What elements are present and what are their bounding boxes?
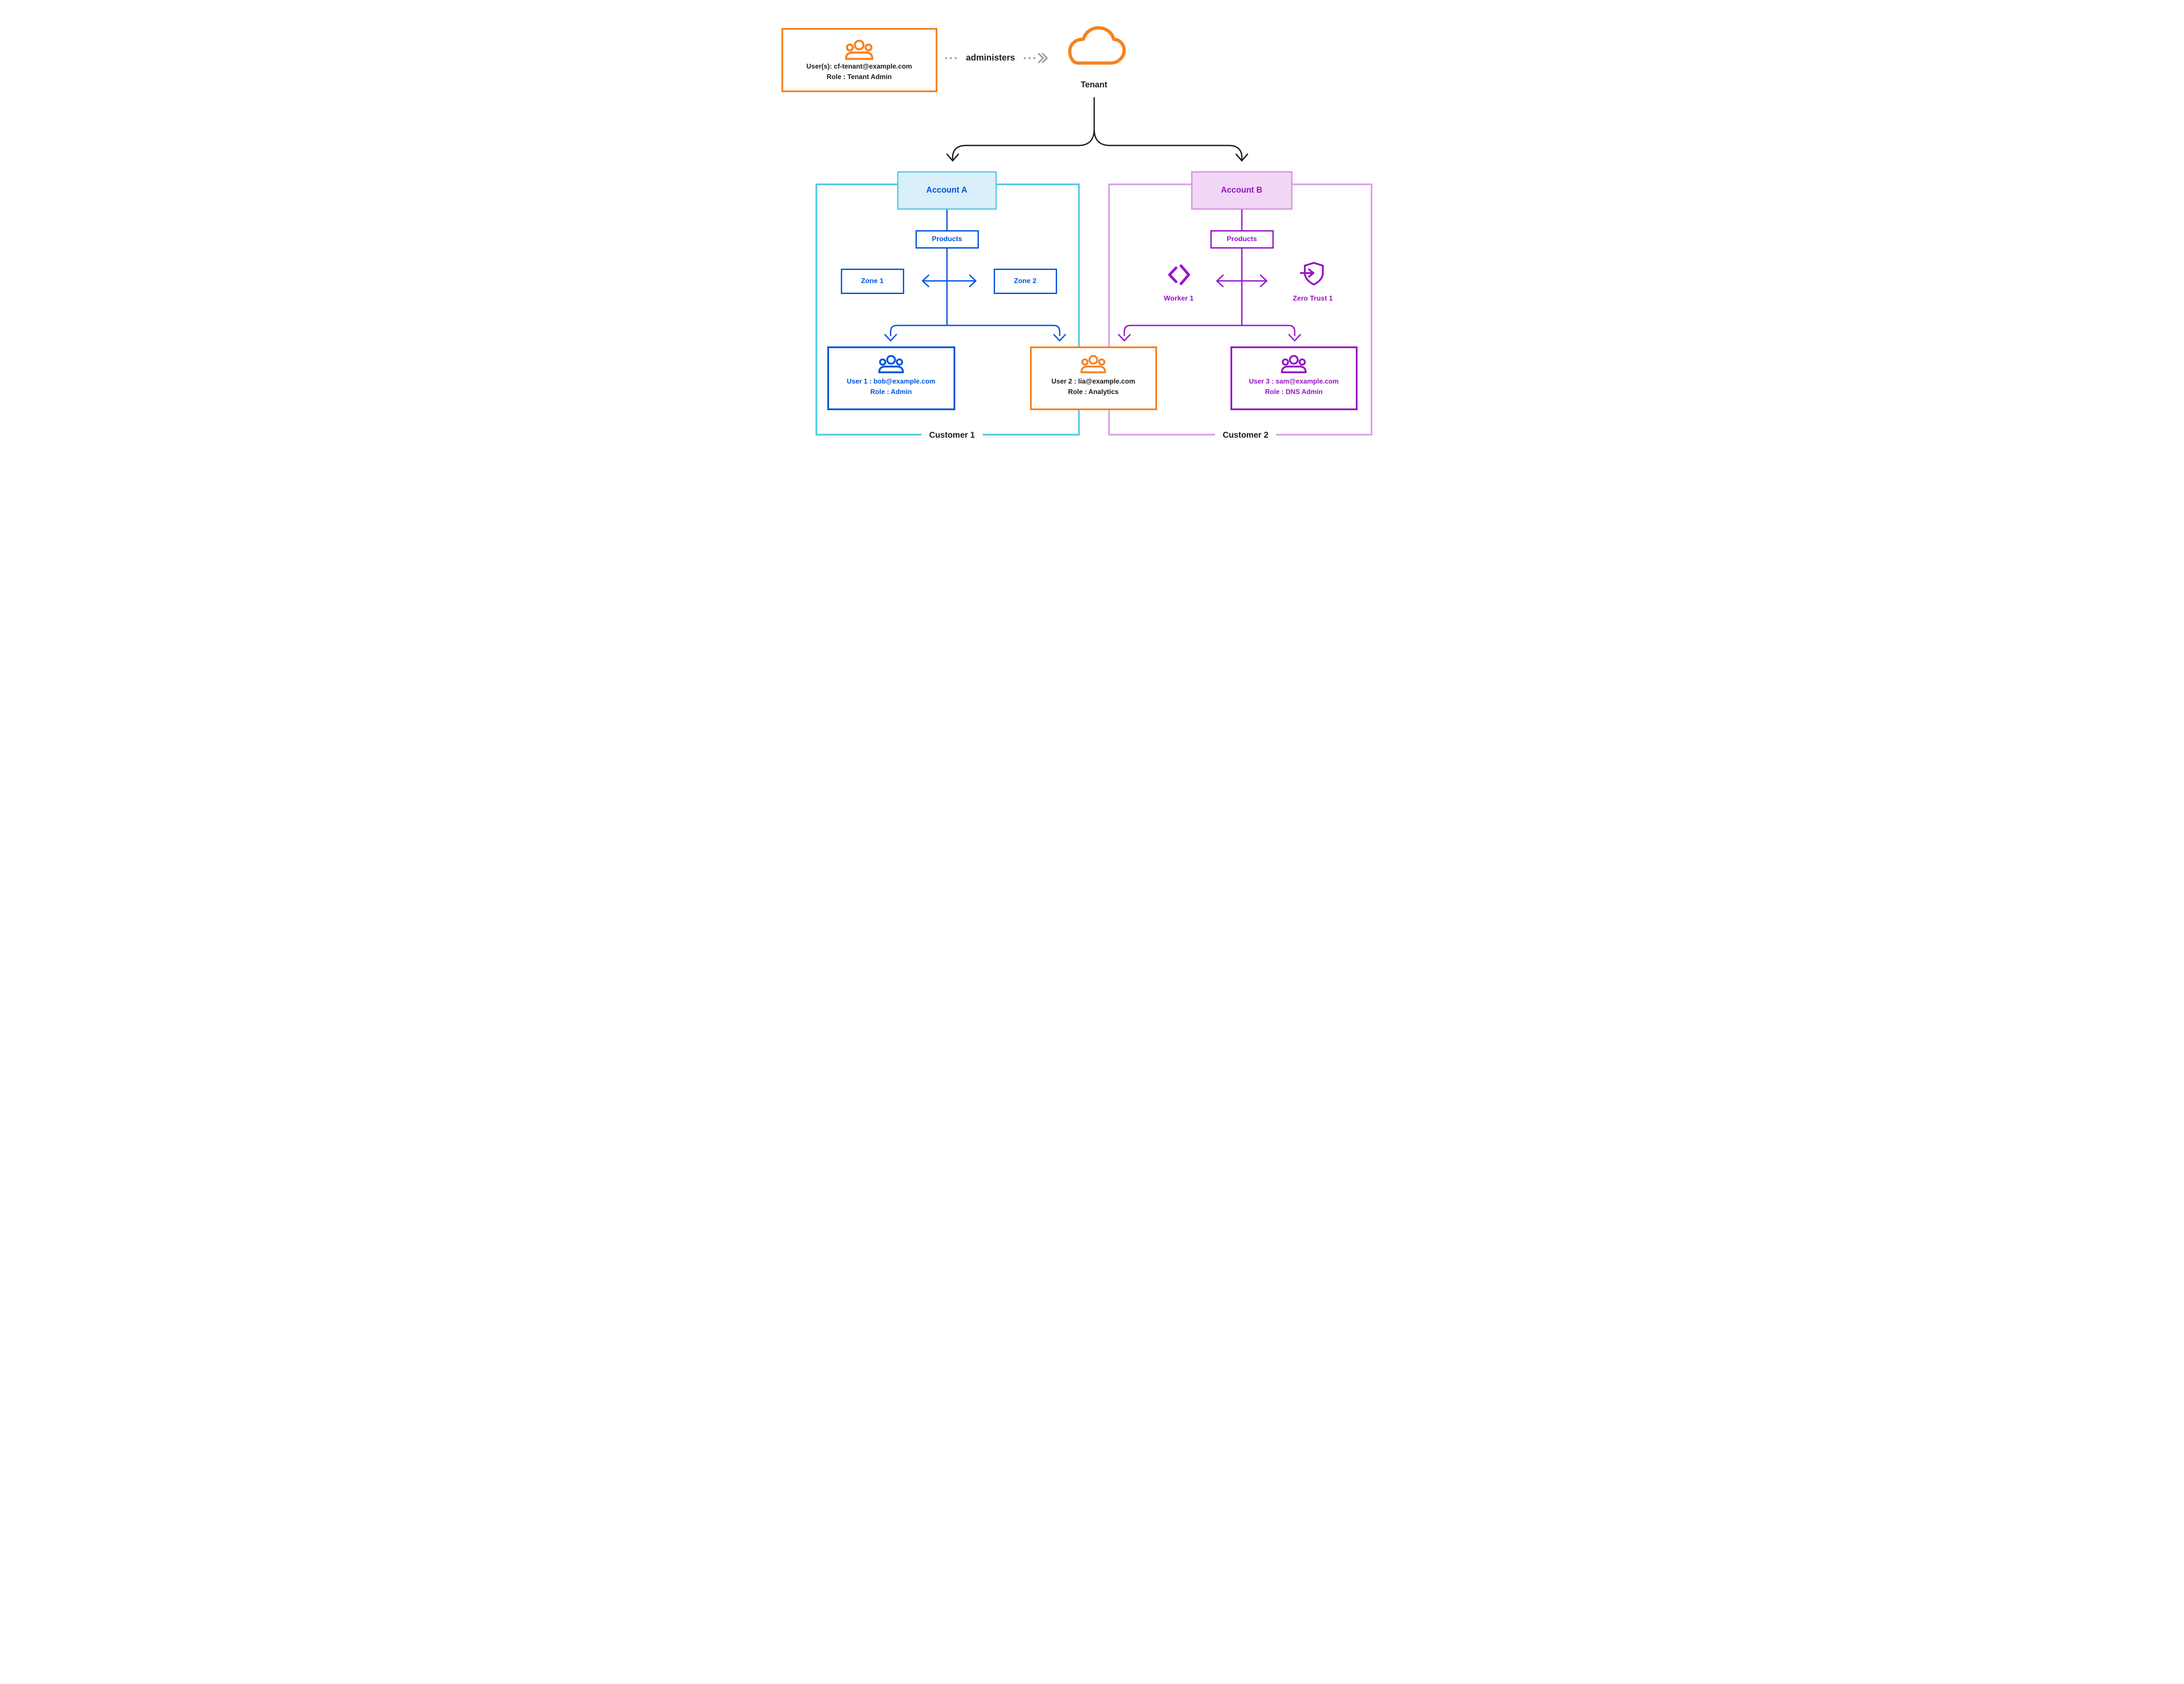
users-icon — [876, 354, 906, 374]
users-icon — [1078, 354, 1108, 374]
zone-2-node: Zone 2 — [993, 269, 1057, 294]
user-1-email: User 1 : bob@example.com — [847, 378, 936, 385]
user-3-node: User 3 : sam@example.com Role : DNS Admi… — [1230, 346, 1358, 410]
user-3-role: Role : DNS Admin — [1265, 388, 1323, 396]
user-2-node: User 2 : lia@example.com Role : Analytic… — [1030, 346, 1157, 410]
tenant-label: Tenant — [1081, 80, 1107, 90]
tenant-admin-role-line: Role : Tenant Admin — [826, 73, 892, 81]
zero-trust-1-label: Zero Trust 1 — [1292, 295, 1333, 302]
user-3-email: User 3 : sam@example.com — [1249, 378, 1339, 385]
customer-2-label: Customer 2 — [1215, 430, 1276, 441]
cloud-icon — [1058, 24, 1130, 72]
workers-icon — [1166, 261, 1192, 288]
customer-1-label: Customer 1 — [921, 430, 983, 441]
worker-1-label: Worker 1 — [1164, 295, 1194, 302]
users-icon — [843, 38, 876, 61]
user-2-role: Role : Analytics — [1068, 388, 1119, 396]
products-a-node: Products — [915, 230, 979, 249]
user-1-role: Role : Admin — [870, 388, 912, 396]
tenant-branch-lines — [946, 97, 1248, 162]
account-b-node: Account B — [1191, 171, 1292, 210]
zone-1-node: Zone 1 — [840, 269, 904, 294]
administers-label: administers — [966, 53, 1015, 63]
tenant-admin-box: User(s): cf-tenant@example.com Role : Te… — [781, 28, 937, 92]
account-a-node: Account A — [897, 171, 997, 210]
products-b-node: Products — [1210, 230, 1274, 249]
diagram-canvas: User(s): cf-tenant@example.com Role : Te… — [750, 0, 1434, 471]
tenant-admin-users-line: User(s): cf-tenant@example.com — [806, 62, 912, 70]
shield-arrow-icon — [1300, 259, 1326, 287]
user-2-email: User 2 : lia@example.com — [1051, 378, 1135, 385]
users-icon — [1279, 354, 1309, 374]
user-1-node: User 1 : bob@example.com Role : Admin — [827, 346, 955, 410]
